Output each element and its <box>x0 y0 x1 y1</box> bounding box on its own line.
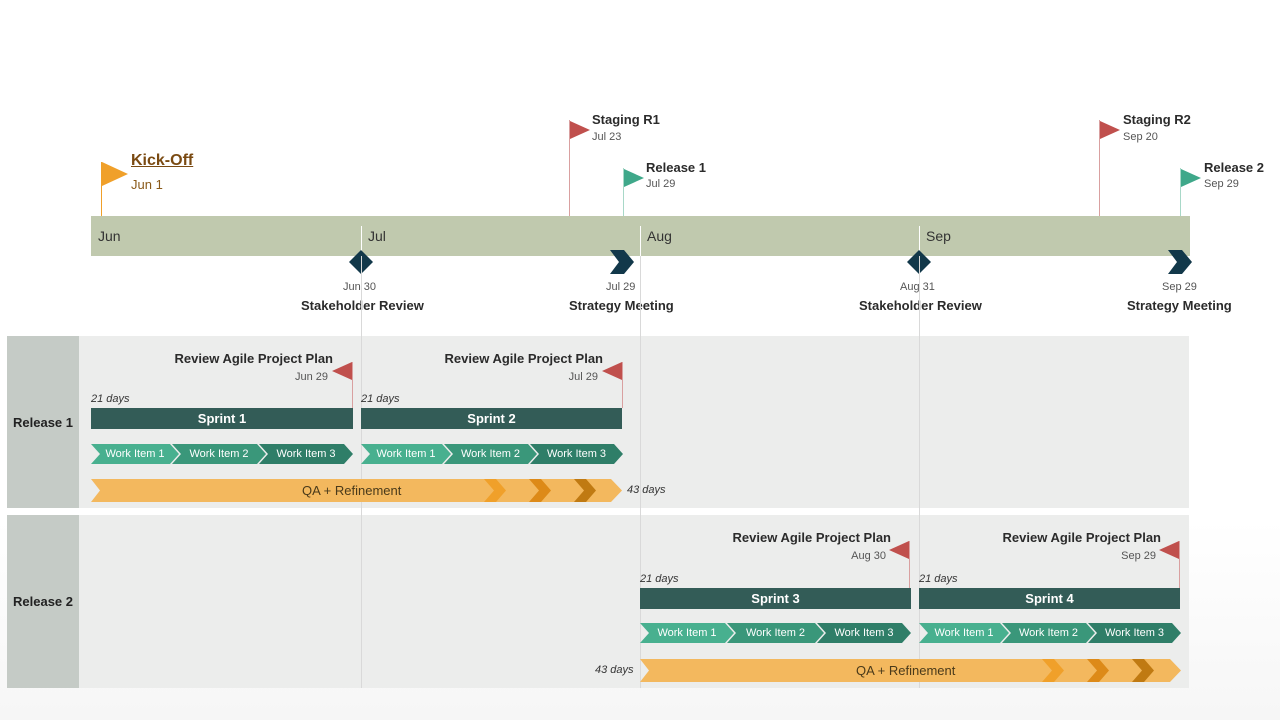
event-date-3: Aug 31 <box>900 281 935 293</box>
staging-r1-title: Staging R1 <box>592 112 660 127</box>
work-item-bar[interactable]: Work Item 1 <box>361 444 451 464</box>
event-date-2: Jul 29 <box>606 281 636 293</box>
sprint-3-bar[interactable]: Sprint 3 <box>640 588 911 609</box>
review-1-pole <box>352 362 353 408</box>
review-1-date: Jun 29 <box>294 371 328 383</box>
staging-r1-flag-icon <box>570 121 590 139</box>
event-date-4: Sep 29 <box>1162 281 1197 293</box>
qa-2-duration: 43 days <box>595 664 634 676</box>
work-item-bar[interactable]: Work Item 3 <box>259 444 353 464</box>
timeline-bar: Jun Jul Aug Sep <box>91 216 1190 256</box>
event-title-3: Stakeholder Review <box>859 298 982 313</box>
work-item-bar[interactable]: Work Item 3 <box>1088 623 1181 643</box>
qa-refinement-bar[interactable]: QA + Refinement <box>91 479 622 502</box>
month-separator-jul <box>361 226 362 256</box>
review-4-pole <box>1179 541 1180 588</box>
staging-r2-date: Sep 20 <box>1123 131 1158 143</box>
qa-chevron-3 <box>1132 659 1154 682</box>
qa-refinement-bar[interactable]: QA + Refinement <box>640 659 1181 682</box>
staging-r1-date: Jul 23 <box>592 131 622 143</box>
release-2-title: Release 2 <box>1204 160 1264 175</box>
chevron-right-icon <box>1168 250 1192 274</box>
sprint-1-bar[interactable]: Sprint 1 <box>91 408 353 429</box>
month-separator-sep <box>919 226 920 256</box>
chevron-right-icon <box>610 250 634 274</box>
qa-refinement-label: QA + Refinement <box>856 663 956 678</box>
review-3-title: Review Agile Project Plan <box>732 530 891 545</box>
sprint-1-duration: 21 days <box>91 393 130 405</box>
release-1-pole <box>623 168 624 216</box>
staging-r1-pole <box>569 120 570 216</box>
event-title-4: Strategy Meeting <box>1127 298 1232 313</box>
sprint-2-bar[interactable]: Sprint 2 <box>361 408 622 429</box>
event-date-1: Jun 30 <box>343 281 377 293</box>
staging-r2-flag-icon <box>1100 121 1120 139</box>
month-label-sep: Sep <box>926 228 951 244</box>
guide-line-jul <box>361 256 362 688</box>
work-item-bar[interactable]: Work Item 3 <box>817 623 911 643</box>
kickoff-flag-icon <box>102 162 128 186</box>
review-4-date: Sep 29 <box>1121 550 1156 562</box>
kickoff-date: Jun 1 <box>131 177 163 192</box>
review-4-title: Review Agile Project Plan <box>1002 530 1161 545</box>
work-item-bar[interactable]: Work Item 2 <box>1002 623 1095 643</box>
release-2-date: Sep 29 <box>1204 178 1239 190</box>
kickoff-pole <box>101 162 102 216</box>
qa-chevron-2 <box>529 479 551 502</box>
kickoff-title[interactable]: Kick-Off <box>131 152 194 169</box>
review-3-pole <box>909 541 910 588</box>
qa-chevron-1 <box>484 479 506 502</box>
work-item-bar[interactable]: Work Item 2 <box>444 444 537 464</box>
release-1-title: Release 1 <box>646 160 706 175</box>
work-item-bar[interactable]: Work Item 3 <box>530 444 623 464</box>
month-label-jun: Jun <box>98 228 121 244</box>
release-2-pole <box>1180 168 1181 216</box>
work-item-bar[interactable]: Work Item 2 <box>727 623 824 643</box>
review-3-date: Aug 30 <box>851 550 886 562</box>
work-item-bar[interactable]: Work Item 1 <box>640 623 734 643</box>
qa-chevron-2 <box>1087 659 1109 682</box>
month-label-jul: Jul <box>368 228 386 244</box>
staging-r2-pole <box>1099 120 1100 216</box>
review-2-date: Jul 29 <box>568 371 598 383</box>
review-2-title: Review Agile Project Plan <box>444 351 603 366</box>
month-label-aug: Aug <box>647 228 672 244</box>
release-1-flag-icon <box>624 169 644 187</box>
review-2-pole <box>622 362 623 408</box>
qa-1-duration: 43 days <box>627 484 666 496</box>
review-flag-icon <box>332 362 352 380</box>
release-2-flag-icon <box>1181 169 1201 187</box>
work-item-bar[interactable]: Work Item 1 <box>919 623 1009 643</box>
work-item-bar[interactable]: Work Item 1 <box>91 444 179 464</box>
sprint-4-bar[interactable]: Sprint 4 <box>919 588 1180 609</box>
review-flag-icon <box>1159 541 1179 559</box>
sprint-2-duration: 21 days <box>361 393 400 405</box>
event-title-1: Stakeholder Review <box>301 298 424 313</box>
work-item-bar[interactable]: Work Item 2 <box>172 444 266 464</box>
guide-line-sep <box>919 256 920 688</box>
sprint-3-duration: 21 days <box>640 573 679 585</box>
release-2-label: Release 2 <box>7 515 79 688</box>
qa-chevron-1 <box>1042 659 1064 682</box>
sprint-4-duration: 21 days <box>919 573 958 585</box>
event-title-2: Strategy Meeting <box>569 298 674 313</box>
release-1-label: Release 1 <box>7 336 79 508</box>
guide-line-aug <box>640 256 641 688</box>
review-flag-icon <box>889 541 909 559</box>
qa-chevron-3 <box>574 479 596 502</box>
release-1-date: Jul 29 <box>646 178 676 190</box>
staging-r2-title: Staging R2 <box>1123 112 1191 127</box>
qa-refinement-label: QA + Refinement <box>302 483 402 498</box>
month-separator-aug <box>640 226 641 256</box>
review-1-title: Review Agile Project Plan <box>174 351 333 366</box>
review-flag-icon <box>602 362 622 380</box>
